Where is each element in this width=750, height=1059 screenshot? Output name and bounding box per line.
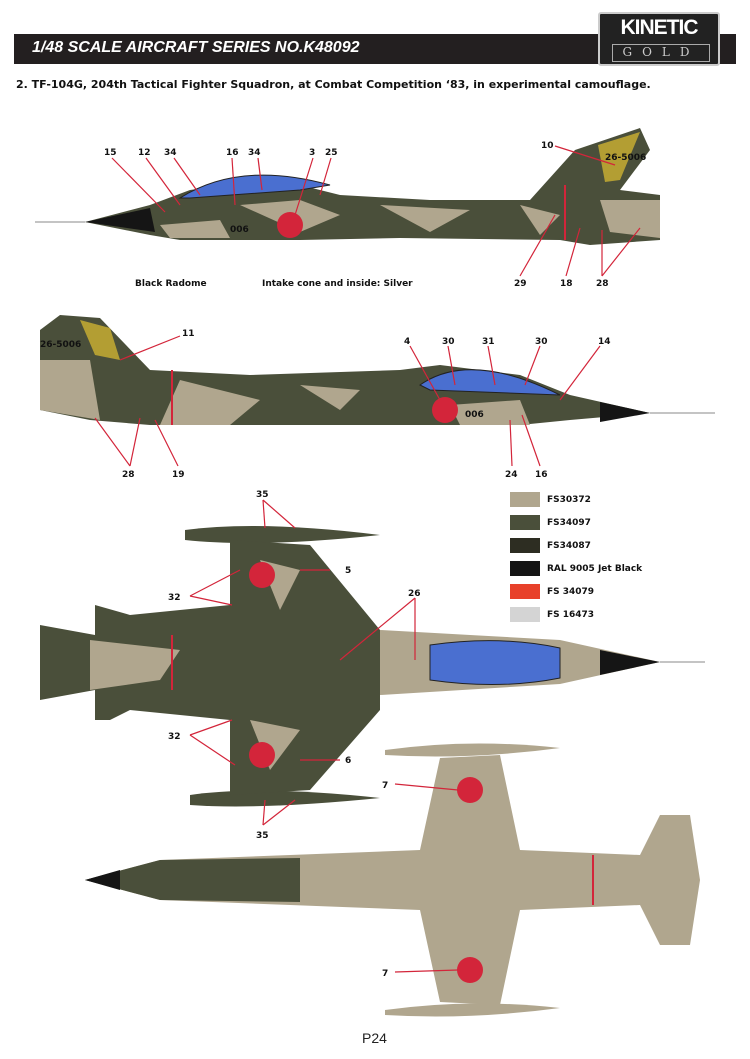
legend-label: FS34087 xyxy=(547,540,591,551)
hinomaru-roundel xyxy=(457,957,483,983)
legend-item: FS30372 xyxy=(510,488,642,511)
bottom-view: 7 7 xyxy=(85,743,700,1017)
callout: 16 xyxy=(535,470,548,480)
tip-tank xyxy=(190,790,380,807)
legend-label: RAL 9005 Jet Black xyxy=(547,563,643,574)
color-swatch xyxy=(510,538,540,553)
callout: 35 xyxy=(256,490,269,500)
callout: 7 xyxy=(382,969,388,979)
callout: 19 xyxy=(172,470,185,480)
legend-label: FS34097 xyxy=(547,517,591,528)
profile-left: 006 26-5006 15 12 34 16 34 3 25 10 29 18… xyxy=(35,128,660,289)
canopy xyxy=(429,640,561,686)
note-intake: Intake cone and inside: Silver xyxy=(262,279,413,289)
callouts-left: 15 12 34 16 34 3 25 10 29 18 28 Black Ra… xyxy=(104,141,609,289)
canopy xyxy=(178,174,331,199)
callout: 16 xyxy=(226,148,239,158)
color-swatch xyxy=(510,492,540,507)
callout: 34 xyxy=(164,148,177,158)
callout: 11 xyxy=(182,329,195,339)
black-radome xyxy=(600,402,650,422)
legend-label: FS 16473 xyxy=(547,609,595,620)
logo-subtext: GOLD xyxy=(612,44,710,62)
callout: 14 xyxy=(598,337,611,347)
callout: 15 xyxy=(104,148,117,158)
callout: 10 xyxy=(541,141,554,151)
black-radome xyxy=(600,650,660,675)
callout: 6 xyxy=(345,756,351,766)
callout: 28 xyxy=(596,279,609,289)
tail-code: 26-5006 xyxy=(40,340,81,350)
callout: 31 xyxy=(482,337,495,347)
logo-text: KINETIC xyxy=(620,16,699,39)
callout: 35 xyxy=(256,831,269,841)
tail-flash xyxy=(80,320,120,360)
legend-item: FS34087 xyxy=(510,534,642,557)
black-radome xyxy=(85,208,155,232)
hinomaru-roundel xyxy=(277,212,303,238)
legend-label: FS 34079 xyxy=(547,586,595,597)
callout: 4 xyxy=(404,337,410,347)
color-swatch xyxy=(510,515,540,530)
canopy xyxy=(419,369,561,396)
callout: 29 xyxy=(514,279,527,289)
callout: 7 xyxy=(382,781,388,791)
camo-sand xyxy=(160,200,660,238)
nose-number: 006 xyxy=(230,225,249,235)
tip-tank xyxy=(385,1003,560,1017)
legend-label: FS30372 xyxy=(547,494,591,505)
legend-item: FS34097 xyxy=(510,511,642,534)
callout: 12 xyxy=(138,148,151,158)
camo-green xyxy=(85,858,300,902)
nose-number: 006 xyxy=(465,410,484,420)
callout: 32 xyxy=(168,593,181,603)
hinomaru-roundel xyxy=(249,742,275,768)
camo-sand xyxy=(40,360,530,425)
note-radome: Black Radome xyxy=(135,279,207,289)
page-number: P24 xyxy=(362,1030,387,1046)
color-swatch xyxy=(510,561,540,576)
callout: 28 xyxy=(122,470,135,480)
callout: 3 xyxy=(309,148,315,158)
callout: 5 xyxy=(345,566,351,576)
tail-flash xyxy=(598,132,640,182)
callout: 34 xyxy=(248,148,261,158)
fuselage-underside xyxy=(85,755,700,1005)
color-legend: FS30372 FS34097 FS34087 RAL 9005 Jet Bla… xyxy=(510,488,642,626)
black-radome xyxy=(85,870,120,890)
callout: 18 xyxy=(560,279,573,289)
camo-sand xyxy=(90,560,300,770)
tip-tank xyxy=(385,743,560,757)
hinomaru-roundel xyxy=(249,562,275,588)
callout: 30 xyxy=(442,337,455,347)
legend-item: RAL 9005 Jet Black xyxy=(510,557,642,580)
hinomaru-roundel xyxy=(432,397,458,423)
tip-tank xyxy=(185,526,380,544)
callout: 30 xyxy=(535,337,548,347)
callout: 25 xyxy=(325,148,338,158)
legend-item: FS 16473 xyxy=(510,603,642,626)
kinetic-gold-logo: KINETIC GOLD xyxy=(598,12,720,66)
profile-right: 006 26-5006 11 4 30 31 30 14 28 19 24 16 xyxy=(40,315,715,480)
tail-code: 26-5006 xyxy=(605,153,646,163)
hinomaru-roundel xyxy=(457,777,483,803)
fuselage-left xyxy=(85,128,660,245)
color-swatch xyxy=(510,584,540,599)
callout: 24 xyxy=(505,470,518,480)
top-view: 35 5 32 26 32 6 35 xyxy=(40,490,705,841)
legend-item: FS 34079 xyxy=(510,580,642,603)
scheme-title: 2. TF-104G, 204th Tactical Fighter Squad… xyxy=(16,78,651,91)
series-title: 1/48 SCALE AIRCRAFT SERIES NO.K48092 xyxy=(32,39,360,56)
callout: 26 xyxy=(408,589,421,599)
callout: 32 xyxy=(168,732,181,742)
color-swatch xyxy=(510,607,540,622)
fuselage-right xyxy=(40,315,650,425)
